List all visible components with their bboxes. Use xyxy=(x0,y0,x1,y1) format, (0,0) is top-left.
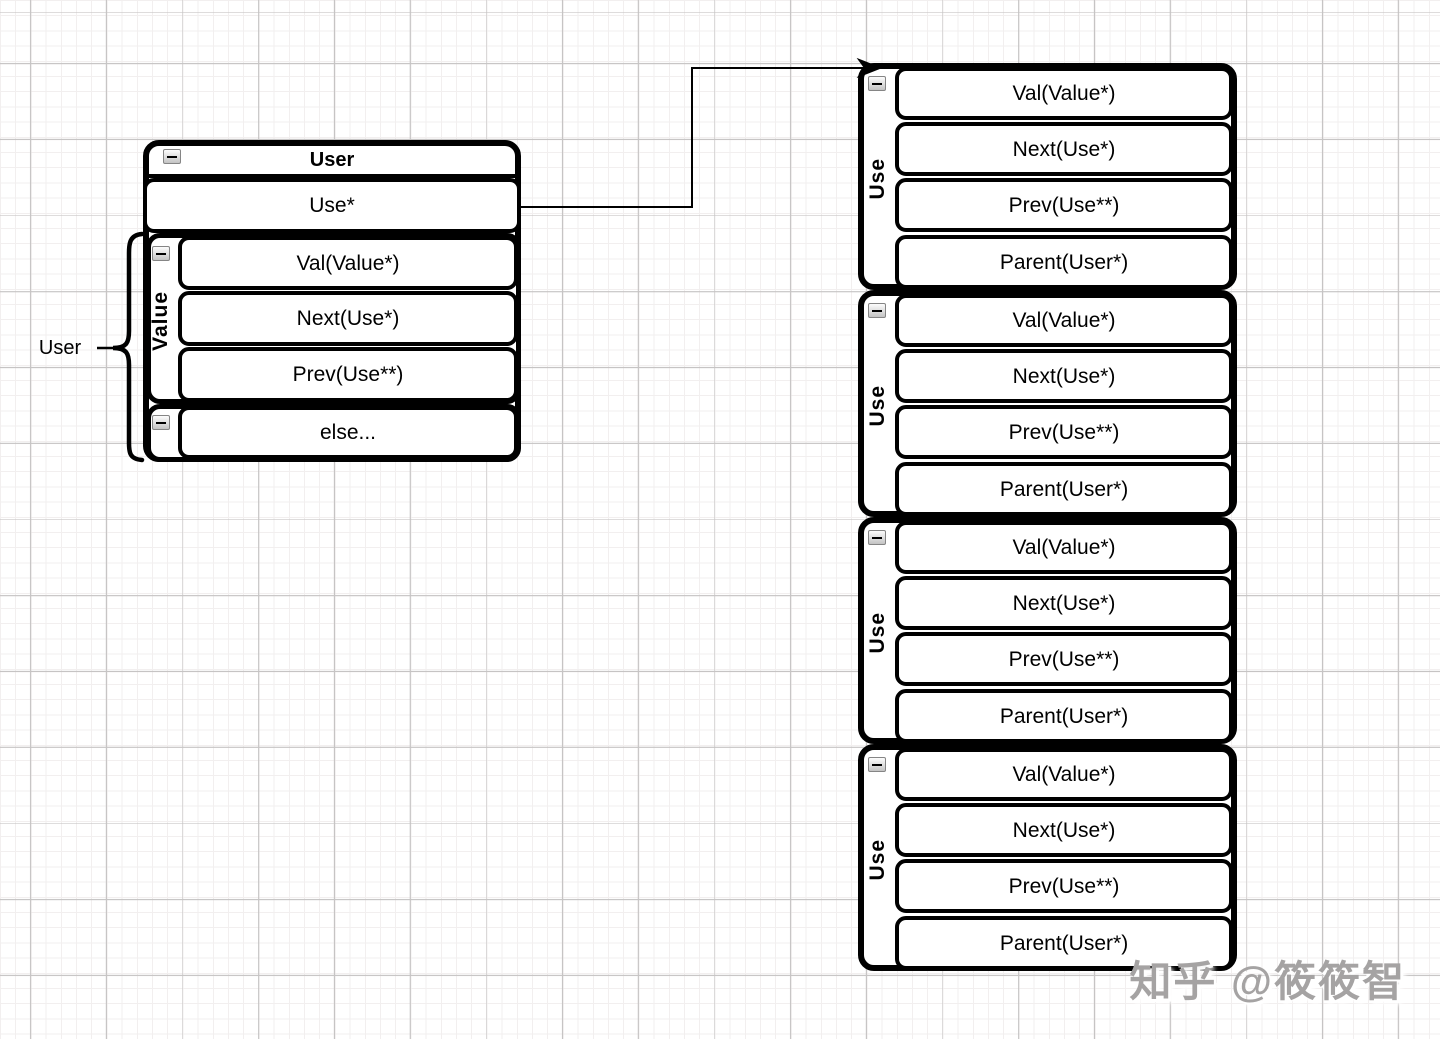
value-row[interactable]: Val(Value*) xyxy=(178,236,518,290)
row-label: Prev(Use**) xyxy=(1008,193,1120,217)
row-label: Next(Use*) xyxy=(296,307,400,330)
use-row[interactable]: Next(Use*) xyxy=(895,803,1233,857)
user-container-title: User xyxy=(309,149,355,171)
row-label: Use* xyxy=(309,194,355,217)
use-block-label-strip: Use xyxy=(862,322,894,490)
use-block-label: Use xyxy=(866,839,889,881)
row-label: Parent(User*) xyxy=(999,931,1129,955)
row-label: else... xyxy=(319,421,377,444)
row-label: Parent(User*) xyxy=(999,477,1129,501)
value-row[interactable]: Prev(Use**) xyxy=(178,347,518,402)
use-row[interactable]: Val(Value*) xyxy=(895,748,1233,801)
collapse-icon[interactable] xyxy=(868,76,886,91)
use-block-label-strip: Use xyxy=(862,549,894,717)
value-group-label-strip: Value xyxy=(146,266,176,376)
row-label: Val(Value*) xyxy=(1012,82,1116,105)
use-row[interactable]: Val(Value*) xyxy=(895,67,1233,120)
value-row[interactable]: Next(Use*) xyxy=(178,291,518,346)
use-row[interactable]: Next(Use*) xyxy=(895,122,1233,176)
row-label: Prev(Use**) xyxy=(1008,874,1120,898)
use-row[interactable]: Parent(User*) xyxy=(895,462,1233,516)
collapse-icon[interactable] xyxy=(868,757,886,772)
row-label: Parent(User*) xyxy=(999,250,1129,274)
collapse-icon[interactable] xyxy=(163,149,181,164)
brace-label-user: User xyxy=(38,336,82,359)
row-label: Next(Use*) xyxy=(1012,591,1116,615)
row-label: Next(Use*) xyxy=(1012,364,1116,388)
use-row[interactable]: Parent(User*) xyxy=(895,916,1233,970)
user-use-row[interactable]: Use* xyxy=(143,178,521,233)
row-label: Parent(User*) xyxy=(999,704,1129,728)
row-label: Val(Value*) xyxy=(1012,763,1116,786)
else-group[interactable]: else... xyxy=(146,404,521,462)
watermark: 知乎 @筱筱智 xyxy=(1129,958,1406,1005)
use-row[interactable]: Parent(User*) xyxy=(895,689,1233,743)
use-row[interactable]: Prev(Use**) xyxy=(895,178,1233,232)
use-block-label: Use xyxy=(866,158,889,200)
use-block-label: Use xyxy=(866,612,889,654)
use-row[interactable]: Prev(Use**) xyxy=(895,859,1233,913)
value-group[interactable]: Value Val(Value*) Next(Use*) Prev(Use**) xyxy=(146,233,521,404)
user-container[interactable]: User Use* Value Val(Value*) Next(Use*) P… xyxy=(143,140,521,462)
use-row[interactable]: Prev(Use**) xyxy=(895,632,1233,686)
use-block-4[interactable]: Use Val(Value*) Next(Use*) Prev(Use**) P… xyxy=(858,744,1237,971)
use-block-2[interactable]: Use Val(Value*) Next(Use*) Prev(Use**) P… xyxy=(858,290,1237,517)
collapse-icon[interactable] xyxy=(152,415,170,430)
use-row[interactable]: Next(Use*) xyxy=(895,576,1233,630)
else-row[interactable]: else... xyxy=(178,406,518,459)
row-label: Prev(Use**) xyxy=(1008,420,1120,444)
connector-arrow-line xyxy=(521,67,866,208)
use-row[interactable]: Parent(User*) xyxy=(895,235,1233,289)
use-block-label-strip: Use xyxy=(862,95,894,263)
use-row[interactable]: Next(Use*) xyxy=(895,349,1233,403)
collapse-icon[interactable] xyxy=(868,530,886,545)
collapse-icon[interactable] xyxy=(868,303,886,318)
use-block-label: Use xyxy=(866,385,889,427)
use-row[interactable]: Val(Value*) xyxy=(895,294,1233,347)
header-divider xyxy=(143,174,521,178)
row-label: Next(Use*) xyxy=(1012,818,1116,842)
row-label: Next(Use*) xyxy=(1012,137,1116,161)
use-block-1[interactable]: Use Val(Value*) Next(Use*) Prev(Use**) P… xyxy=(858,63,1237,290)
collapse-icon[interactable] xyxy=(152,246,170,261)
row-label: Val(Value*) xyxy=(1012,536,1116,559)
row-label: Prev(Use**) xyxy=(1008,647,1120,671)
curly-brace-icon xyxy=(112,231,145,463)
row-label: Val(Value*) xyxy=(296,251,400,275)
use-block-3[interactable]: Use Val(Value*) Next(Use*) Prev(Use**) P… xyxy=(858,517,1237,744)
value-group-label: Value xyxy=(149,291,172,351)
use-row[interactable]: Val(Value*) xyxy=(895,521,1233,574)
use-block-label-strip: Use xyxy=(862,776,894,944)
row-label: Val(Value*) xyxy=(1012,309,1116,332)
row-label: Prev(Use**) xyxy=(292,363,404,386)
use-row[interactable]: Prev(Use**) xyxy=(895,405,1233,459)
